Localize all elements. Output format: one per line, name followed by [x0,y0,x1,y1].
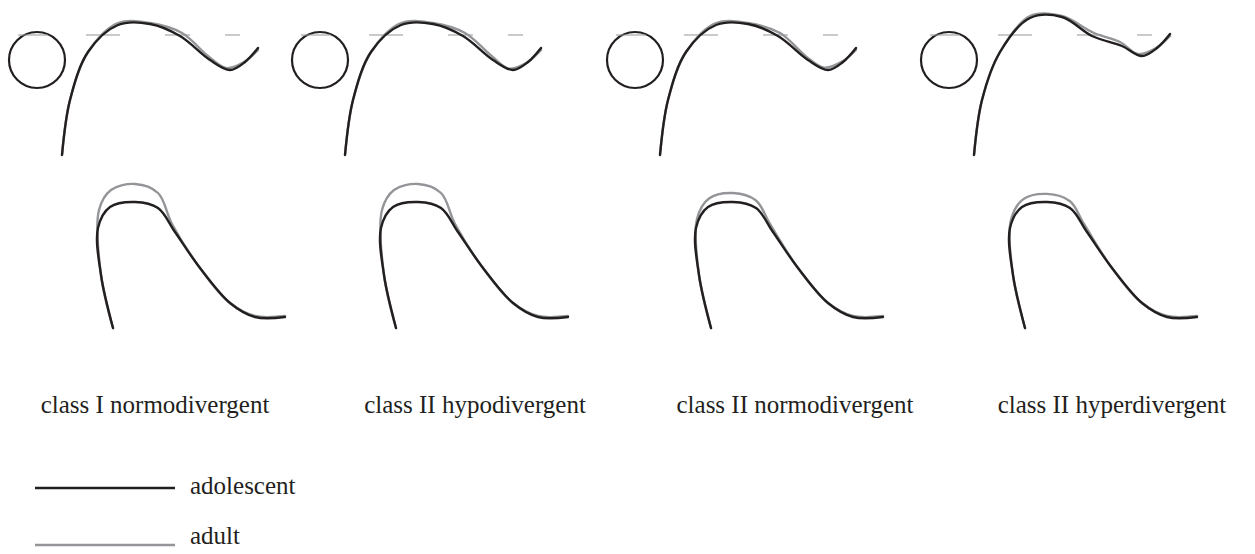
column-label: class I normodivergent [41,390,270,420]
reference-dash [225,35,240,36]
legend-text: adolescent [190,471,296,501]
column-label: class II hypodivergent [364,390,586,420]
adult-profile [380,184,568,328]
reference-dash [823,35,838,36]
adolescent-profile [345,22,541,155]
reference-dash [930,35,960,36]
circle-outline [9,32,65,88]
adult-profile [695,193,883,328]
adult-profile [1009,194,1197,328]
reference-dash [301,35,331,36]
profile-panel [607,21,883,328]
adolescent-profile [380,202,568,328]
reference-dash [998,35,1032,36]
legend-line [33,542,183,548]
profile-panel [921,13,1197,328]
profile-panel [9,21,285,328]
legend-line [35,544,175,546]
legend-line [35,487,175,489]
circle-outline [607,32,663,88]
circle-outline [921,32,977,88]
reference-dash [1137,35,1152,36]
adolescent-profile [62,22,258,155]
column-label: class II hyperdivergent [998,390,1227,420]
legend-text: adult [190,521,240,551]
circle-outline [292,32,348,88]
adolescent-profile [660,22,856,155]
adolescent-profile [97,202,285,328]
adult-profile [345,21,541,155]
adult-profile [62,21,258,155]
adult-profile [97,184,285,328]
adult-profile [660,21,856,155]
adolescent-profile [1009,202,1197,328]
column-label: class II normodivergent [677,390,914,420]
adolescent-profile [974,15,1170,155]
adolescent-profile [695,202,883,328]
profile-panel [292,21,568,328]
reference-dash [616,35,646,36]
adult-profile [974,13,1170,155]
reference-dash [18,35,48,36]
legend-line [33,485,183,491]
reference-dash [508,35,523,36]
